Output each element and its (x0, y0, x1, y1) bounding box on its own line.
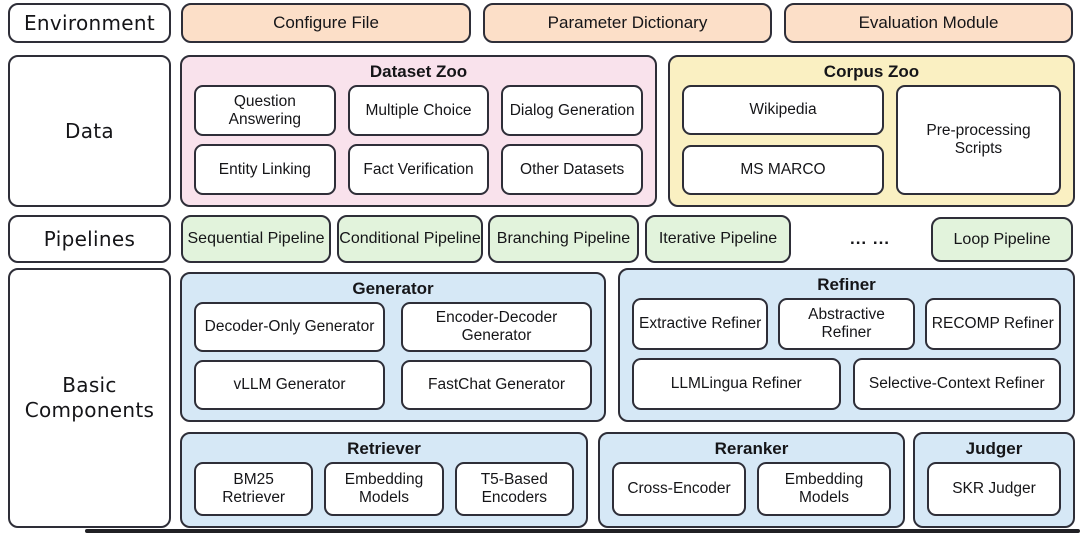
corpus-item: Wikipedia (682, 85, 884, 135)
pipeline-box: Branching Pipeline (488, 215, 639, 263)
basic-components-label: Basic Components (8, 268, 171, 528)
refiner-grid: Extractive Refiner Abstractive Refiner R… (620, 298, 1073, 420)
pipeline-box: Conditional Pipeline (337, 215, 483, 263)
dataset-zoo-title: Dataset Zoo (369, 62, 468, 81)
pipeline-box: Sequential Pipeline (181, 215, 331, 263)
dataset-item: Fact Verification (347, 144, 490, 195)
dataset-item: Multiple Choice (347, 85, 490, 136)
configure-file-box: Configure File (181, 3, 471, 43)
reranker-item: Cross-Encoder (612, 462, 746, 516)
judger-item: SKR Judger (927, 462, 1061, 516)
corpus-zoo-grid: Wikipedia MS MARCO Pre-processing Script… (670, 85, 1073, 205)
generator-title: Generator (352, 279, 434, 298)
refiner-item: Selective-Context Refiner (852, 358, 1061, 410)
refiner-group: Refiner Extractive Refiner Abstractive R… (618, 268, 1075, 422)
dataset-item: Other Datasets (501, 144, 644, 195)
refiner-title: Refiner (817, 275, 876, 294)
pipelines-ellipsis: ... ... (849, 229, 891, 248)
retriever-title: Retriever (347, 439, 421, 458)
generator-item: Decoder-Only Generator (194, 302, 385, 352)
corpus-zooo-title: Corpus Zoo (823, 62, 920, 81)
parameter-dictionary-box: Parameter Dictionary (483, 3, 772, 43)
data-label: Data (8, 55, 171, 207)
refiner-item: RECOMP Refiner (924, 298, 1061, 350)
reranker-group: Reranker Cross-Encoder Embedding Models (598, 432, 905, 528)
retriever-grid: BM25 Retriever Embedding Models T5-Based… (182, 462, 586, 526)
evaluation-module-box: Evaluation Module (784, 3, 1073, 43)
dataset-item: Question Answering (194, 85, 336, 136)
generator-group: Generator Decoder-Only Generator Encoder… (180, 272, 606, 422)
generator-item: vLLM Generator (194, 360, 385, 410)
corpus-item: MS MARCO (682, 145, 884, 195)
judger-grid: SKR Judger (915, 462, 1073, 526)
generator-item: Encoder-Decoder Generator (401, 302, 592, 352)
dataset-item: Dialog Generation (501, 85, 644, 136)
refiner-item: Extractive Refiner (632, 298, 769, 350)
environment-label: Environment (8, 3, 171, 43)
preprocessing-scripts-box: Pre-processing Scripts (895, 85, 1061, 195)
dataset-item: Entity Linking (194, 144, 336, 195)
dataset-zoo-group: Dataset Zoo Question Answering Multiple … (180, 55, 657, 207)
dataset-zoo-grid: Question Answering Multiple Choice Dialo… (182, 85, 655, 205)
refiner-item: Abstractive Refiner (778, 298, 915, 350)
judger-title: Judger (965, 439, 1023, 458)
generator-item: FastChat Generator (401, 360, 592, 410)
refiner-item: LLMLingua Refiner (632, 358, 841, 410)
reranker-grid: Cross-Encoder Embedding Models (600, 462, 903, 526)
judger-group: Judger SKR Judger (913, 432, 1075, 528)
pipeline-box: Iterative Pipeline (645, 215, 791, 263)
retriever-item: T5-Based Encoders (454, 462, 574, 516)
retriever-item: BM25 Retriever (194, 462, 314, 516)
bottom-edge-strip (85, 529, 1080, 533)
loop-pipeline-box: Loop Pipeline (931, 217, 1073, 262)
retriever-item: Embedding Models (324, 462, 444, 516)
pipelines-label: Pipelines (8, 215, 171, 263)
generator-grid: Decoder-Only Generator Encoder-Decoder G… (182, 302, 604, 420)
retriever-group: Retriever BM25 Retriever Embedding Model… (180, 432, 588, 528)
reranker-item: Embedding Models (757, 462, 891, 516)
corpus-zoo-group: Corpus Zoo Wikipedia MS MARCO Pre-proces… (668, 55, 1075, 207)
reranker-title: Reranker (714, 439, 789, 458)
